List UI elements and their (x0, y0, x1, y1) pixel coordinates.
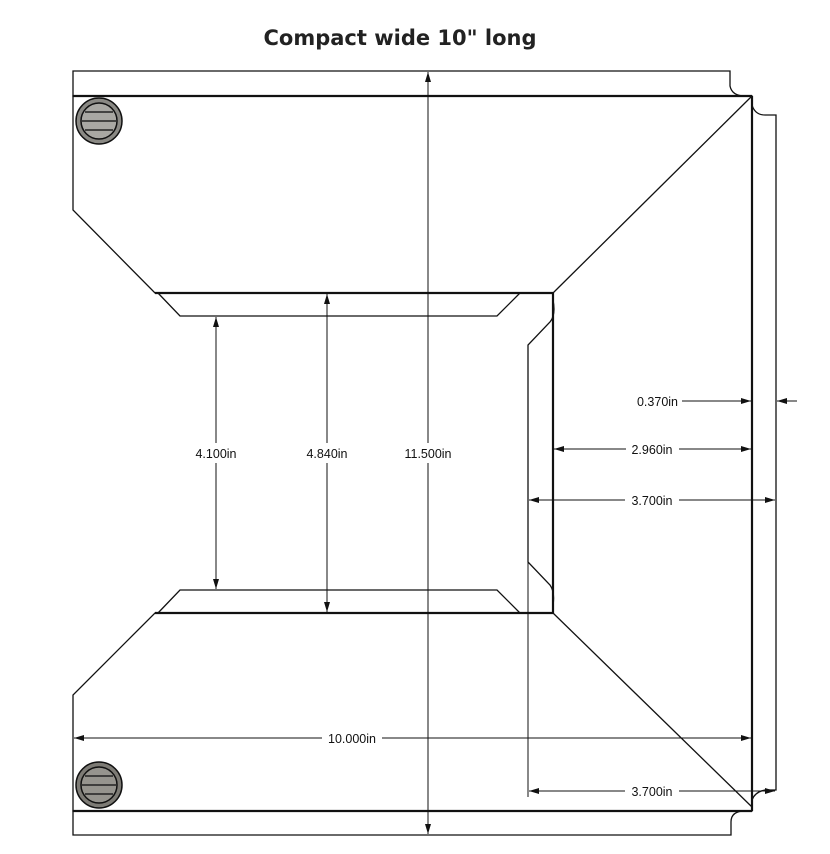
bottom-band (72, 810, 746, 836)
dim-3700-bottom-label: 3.700in (631, 785, 672, 799)
dim-4840-label: 4.840in (306, 447, 347, 461)
top-diagonal (552, 95, 753, 294)
bottom-fastener-icon (75, 761, 123, 809)
dim-4100-label: 4.100in (195, 447, 236, 461)
drawing-title: Compact wide 10" long (263, 26, 537, 50)
dim-10000-label: 10.000in (328, 732, 376, 746)
top-fastener-icon (75, 97, 123, 145)
dim-11500-label: 11.500in (404, 447, 451, 461)
dim-2960-label: 2.960in (631, 443, 672, 457)
right-flange (751, 104, 777, 801)
top-band (72, 70, 746, 97)
bottom-diagonal (552, 612, 753, 808)
dim-3700-label: 3.700in (631, 494, 672, 508)
top-lip (156, 292, 522, 317)
right-lip (527, 299, 555, 606)
dim-0370-label: 0.370in (637, 395, 678, 409)
bottom-lip (156, 589, 522, 614)
